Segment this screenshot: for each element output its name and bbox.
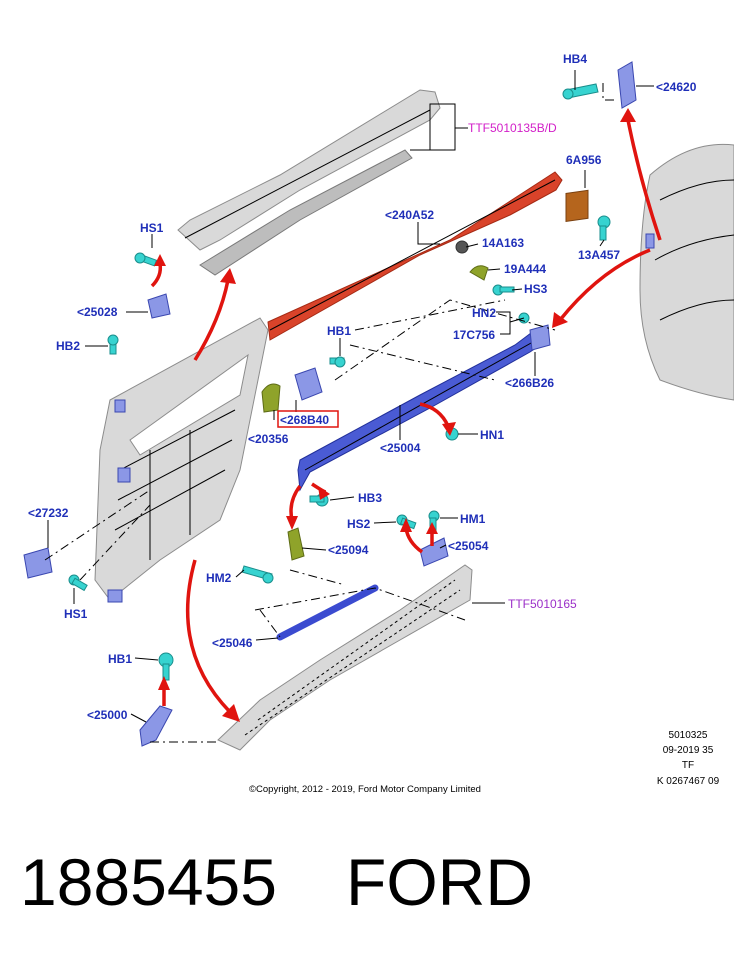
label-240a52: <240A52 xyxy=(385,208,434,222)
bolt-hb1-mid xyxy=(329,356,346,368)
caption-part-number: 1885455 xyxy=(20,845,277,919)
reference-line-2: 09-2019 35 xyxy=(663,745,714,756)
bracket-27232 xyxy=(23,547,53,579)
reference-line-1: 5010325 xyxy=(669,730,708,741)
bolt-hs1-low xyxy=(68,574,88,592)
label-hs1-top: HS1 xyxy=(140,221,164,235)
bolt-hm2 xyxy=(241,565,274,584)
label-hb3: HB3 xyxy=(358,491,382,505)
highlight-box-268b40 xyxy=(277,410,339,428)
bolt-hb1-low xyxy=(158,652,174,681)
label-24620: <24620 xyxy=(656,80,697,94)
hinge-268b40 xyxy=(294,367,323,401)
part-19a444 xyxy=(469,265,489,281)
leader-lines xyxy=(44,70,654,743)
caption-brand: FORD xyxy=(346,845,533,919)
label-hs3: HS3 xyxy=(524,282,548,296)
label-14a163: 14A163 xyxy=(482,236,524,250)
clip-13a457 xyxy=(597,215,611,241)
red-arrows xyxy=(150,108,662,722)
pad-6a956 xyxy=(565,189,589,223)
bolt-hb2 xyxy=(107,334,119,355)
reference-line-4: K 0267467 09 xyxy=(657,776,720,787)
label-hb1-low: HB1 xyxy=(108,652,132,666)
label-hb2: HB2 xyxy=(56,339,80,353)
roof-rail-assembly xyxy=(177,89,441,276)
rocker-panel xyxy=(217,564,473,751)
label-25000: <25000 xyxy=(87,708,128,722)
bolt-hs1-top xyxy=(134,252,158,267)
bolt-hb4 xyxy=(562,83,599,100)
label-13a457: 13A457 xyxy=(578,248,620,262)
bracket-25000 xyxy=(139,705,173,747)
part-20356 xyxy=(261,383,281,413)
part-25094 xyxy=(287,527,305,561)
label-hn2: HN2 xyxy=(472,306,496,320)
label-hm2: HM2 xyxy=(206,571,232,585)
label-hs1-low: HS1 xyxy=(64,607,88,621)
label-hs2: HS2 xyxy=(347,517,371,531)
label-hn1: HN1 xyxy=(480,428,504,442)
bracket-25028 xyxy=(147,293,171,319)
label-hb4: HB4 xyxy=(563,52,587,66)
label-266b26: <266B26 xyxy=(505,376,554,390)
bolt-hs3 xyxy=(492,284,515,296)
bracket-25054 xyxy=(419,537,449,567)
label-17c756: 17C756 xyxy=(453,328,495,342)
label-ttf5010135: TTF5010135B/D xyxy=(468,121,557,135)
label-20356: <20356 xyxy=(248,432,289,446)
body-side-panel xyxy=(639,143,734,401)
blue-upper-track xyxy=(297,329,549,492)
label-25046: <25046 xyxy=(212,636,253,650)
red-track-rail xyxy=(267,171,563,341)
label-25004: <25004 xyxy=(380,441,421,455)
bracket-266b26 xyxy=(529,324,551,351)
bracket-24620 xyxy=(617,61,637,109)
label-hm1: HM1 xyxy=(460,512,486,526)
label-19a444: 19A444 xyxy=(504,262,546,276)
reference-line-3: TF xyxy=(682,760,694,771)
label-25028: <25028 xyxy=(77,305,118,319)
label-268b40: <268B40 xyxy=(280,413,329,427)
copyright-text: ©Copyright, 2012 - 2019, Ford Motor Comp… xyxy=(249,784,481,795)
label-hb1-mid: HB1 xyxy=(327,324,351,338)
label-27232: <27232 xyxy=(28,506,69,520)
reference-block: 5010325 09-2019 35 TF K 0267467 09 xyxy=(657,730,720,787)
part-labels: TTF5010135B/D HB4 <24620 6A956 <240A52 1… xyxy=(28,52,697,722)
door-frame xyxy=(94,317,269,603)
blue-lower-rod xyxy=(276,584,379,641)
label-ttf5010165: TTF5010165 xyxy=(508,597,577,611)
label-6a956: 6A956 xyxy=(566,153,602,167)
label-25054: <25054 xyxy=(448,539,489,553)
label-25094: <25094 xyxy=(328,543,369,557)
